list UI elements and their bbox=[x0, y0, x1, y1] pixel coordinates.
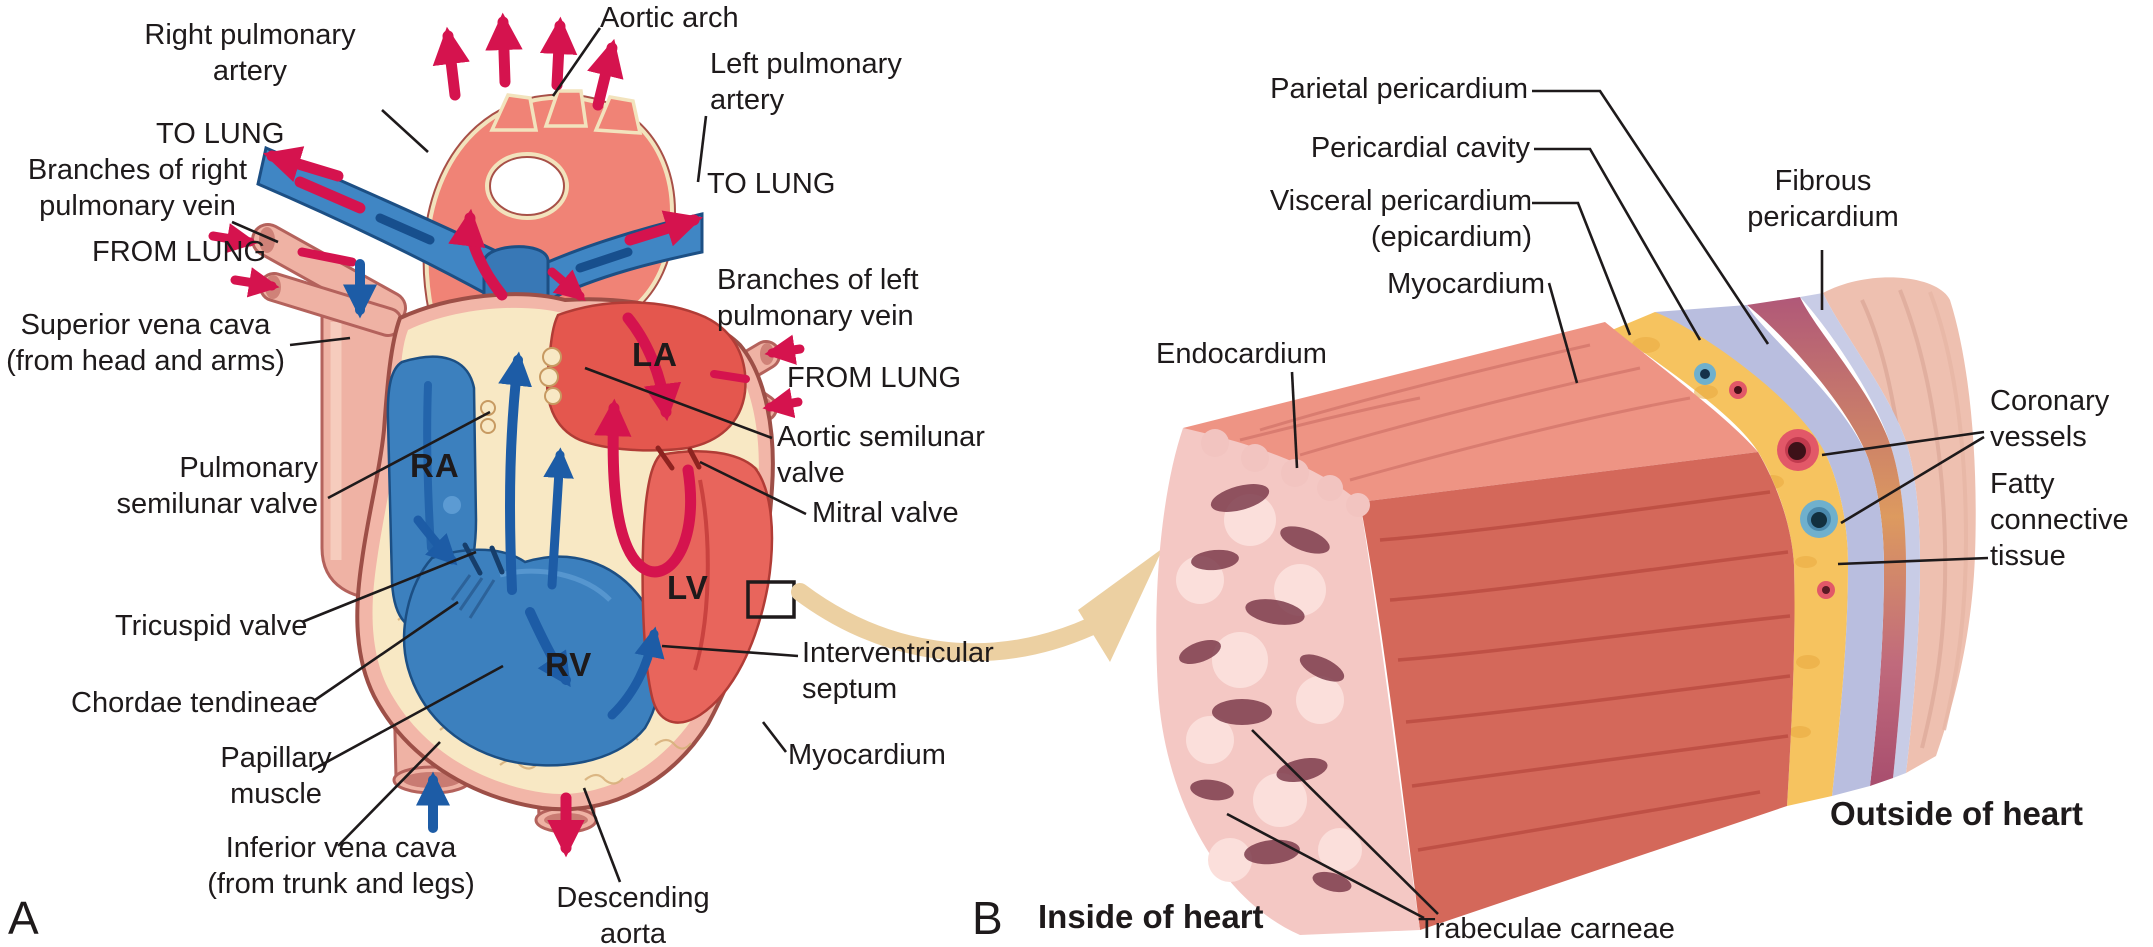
pericardium-lavender-sliver bbox=[1800, 293, 1920, 778]
heart-body bbox=[355, 292, 775, 812]
label-branches-left-pulmonary-vein: Branches of left pulmonary vein bbox=[717, 264, 919, 332]
coronary-vessel-red bbox=[1777, 429, 1819, 471]
panel-b-letter: B bbox=[972, 892, 1003, 944]
myocardium-front-face bbox=[1360, 452, 1795, 930]
label-parietal-pericardium: Parietal pericardium bbox=[1270, 73, 1528, 105]
label-myocardium-b: Myocardium bbox=[1387, 268, 1545, 300]
blood-flow-arrows bbox=[208, 12, 805, 858]
label-branches-right-pulmonary-vein: Branches of right pulmonary vein bbox=[27, 154, 248, 222]
label-pericardial-cavity: Pericardial cavity bbox=[1310, 132, 1530, 164]
label-right-pulmonary-artery: Right pulmonary artery bbox=[144, 19, 356, 87]
label-pulmonary-semilunar-valve: Pulmonary semilunar valve bbox=[116, 452, 318, 520]
label-aortic-arch: Aortic arch bbox=[600, 2, 739, 34]
label-trabeculae-carneae: Trabeculae carneae bbox=[1418, 913, 1675, 945]
parietal-pericardium-layer bbox=[1747, 297, 1906, 786]
label-to-lung-right: TO LUNG bbox=[707, 168, 836, 200]
right-ventricle-chamber bbox=[402, 548, 662, 767]
label-mitral-valve: Mitral valve bbox=[812, 497, 959, 529]
tricuspid-valve bbox=[462, 542, 505, 576]
label-interventricular-septum: Interventricular septum bbox=[802, 637, 994, 705]
label-chordae-tendineae: Chordae tendineae bbox=[71, 687, 318, 719]
label-right-atrium: RA bbox=[410, 447, 460, 484]
label-left-atrium: LA bbox=[632, 336, 678, 373]
label-aortic-semilunar-valve: Aortic semilunar valve bbox=[777, 421, 985, 489]
coronary-vessel-blue bbox=[1800, 500, 1838, 538]
caption-inside-of-heart: Inside of heart bbox=[1038, 898, 1264, 935]
mitral-valve bbox=[655, 445, 702, 471]
caption-outside-of-heart: Outside of heart bbox=[1830, 795, 2084, 832]
label-to-lung-left: TO LUNG bbox=[156, 118, 285, 150]
coronary-vessel-tiny-red bbox=[1817, 581, 1835, 599]
label-from-lung-left: FROM LUNG bbox=[92, 236, 266, 268]
aortic-semilunar-valve bbox=[539, 347, 562, 405]
label-visceral-pericardium: Visceral pericardium (epicardium) bbox=[1269, 185, 1532, 253]
label-papillary-muscle: Papillary muscle bbox=[220, 742, 332, 810]
label-fibrous-pericardium: Fibrous pericardium bbox=[1747, 165, 1899, 233]
leader-lines bbox=[231, 27, 1989, 920]
label-myocardium-a: Myocardium bbox=[788, 739, 946, 771]
label-left-ventricle: LV bbox=[667, 569, 709, 606]
myocardium-top-face bbox=[1183, 322, 1758, 502]
zoom-arrow bbox=[791, 548, 1163, 662]
chordae-tendineae bbox=[450, 574, 496, 619]
label-endocardium: Endocardium bbox=[1156, 338, 1327, 370]
panel-b-illustration bbox=[1156, 277, 1976, 935]
panel-a-illustration bbox=[208, 12, 1163, 858]
pericardial-cavity-layer bbox=[1655, 305, 1884, 796]
label-inferior-vena-cava: Inferior vena cava (from trunk and legs) bbox=[207, 832, 475, 900]
label-tricuspid-valve: Tricuspid valve bbox=[115, 610, 308, 642]
label-coronary-vessels: Coronary vessels bbox=[1990, 385, 2110, 453]
coronary-vessels bbox=[1694, 363, 1838, 599]
endocardium-trabecular-face bbox=[1156, 428, 1420, 935]
label-fatty-connective-tissue: Fatty connective tissue bbox=[1990, 468, 2129, 572]
label-descending-aorta: Descending aorta bbox=[556, 882, 710, 947]
pulmonary-semilunar-valve bbox=[480, 400, 496, 434]
label-right-ventricle: RV bbox=[545, 646, 593, 683]
inset-zoom-box bbox=[746, 580, 796, 619]
label-left-pulmonary-artery: Left pulmonary artery bbox=[710, 48, 902, 116]
label-superior-vena-cava: Superior vena cava (from head and arms) bbox=[6, 309, 285, 377]
panel-a-letter: A bbox=[8, 892, 39, 944]
label-from-lung-right: FROM LUNG bbox=[787, 362, 961, 394]
